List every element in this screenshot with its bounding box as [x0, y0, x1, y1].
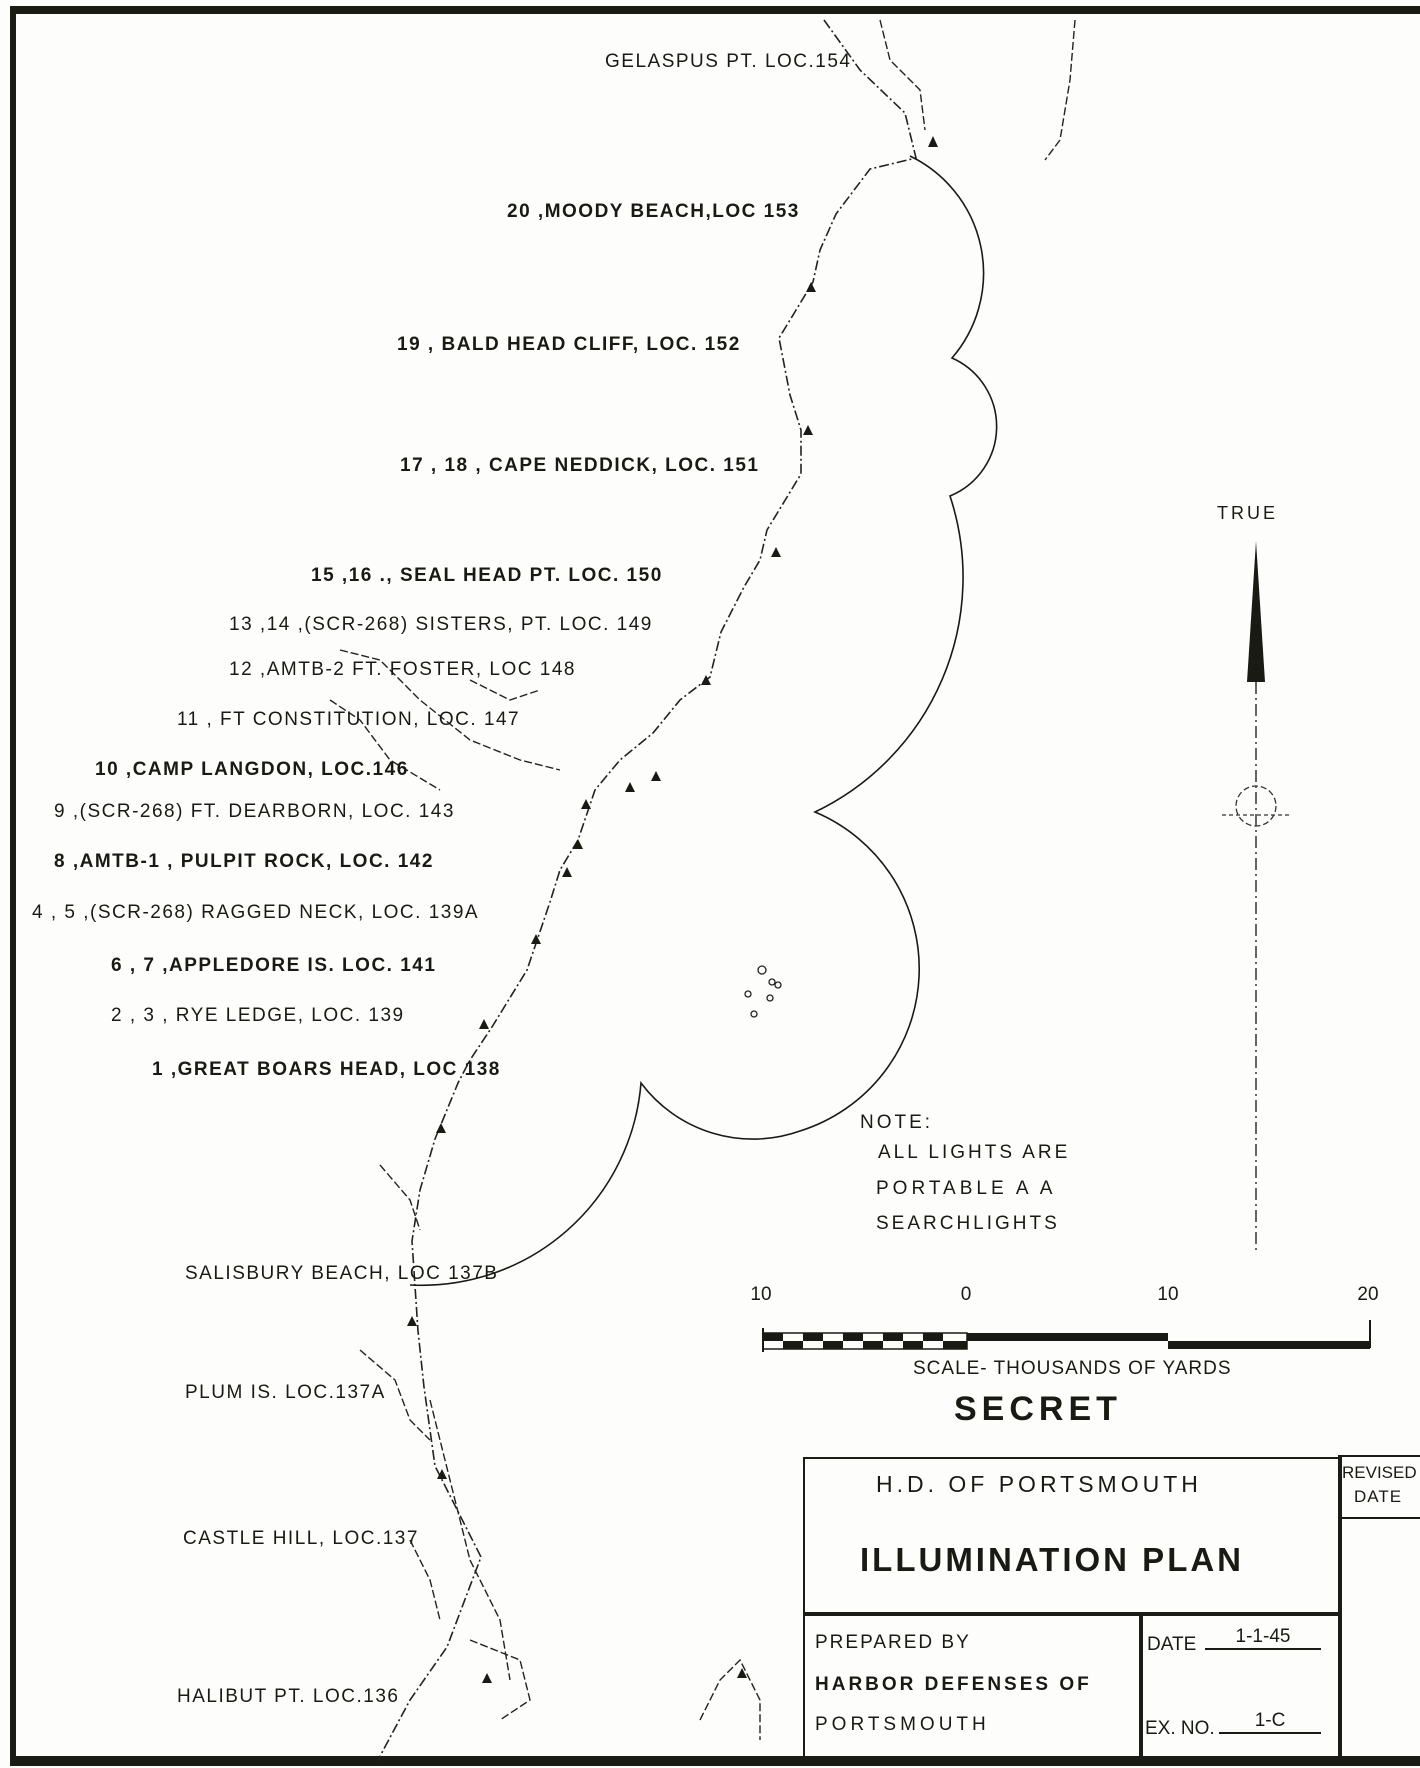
north-arrow: [1222, 541, 1290, 1252]
coastline-inland: [329, 19, 1076, 1740]
map-border-top: [10, 6, 1420, 14]
searchlight-marker: [701, 675, 711, 685]
note-line: SEARCHLIGHTS: [876, 1213, 1060, 1234]
location-label-ragged-neck: 4 , 5 ,(SCR-268) RAGGED NECK, LOC. 139A: [32, 902, 480, 923]
coastline: [377, 19, 917, 1761]
date-value: 1-1-45: [1205, 1626, 1321, 1650]
scale-tick-label: 10: [750, 1284, 772, 1305]
searchlight-marker: [928, 136, 938, 147]
revision-box: REVISED DATE: [1338, 1455, 1420, 1758]
date-box: DATE 1-1-45 EX. NO. 1-C: [1139, 1612, 1342, 1758]
prepared-by-org-2: PORTSMOUTH: [815, 1714, 990, 1735]
prepared-by-box: PREPARED BY HARBOR DEFENSES OF PORTSMOUT…: [803, 1612, 1143, 1758]
searchlight-marker: [407, 1316, 417, 1326]
location-label-pulpit-rock: 8 ,AMTB-1 , PULPIT ROCK, LOC. 142: [54, 851, 434, 872]
date-label: DATE: [1147, 1634, 1197, 1655]
searchlight-marker: [531, 934, 541, 944]
location-label-moody-beach: 20 ,MOODY BEACH,LOC 153: [507, 201, 800, 222]
scale-bar: [762, 1320, 1371, 1352]
north-arrow-label: TRUE: [1217, 503, 1278, 523]
scale-caption: SCALE- THOUSANDS OF YARDS: [913, 1358, 1232, 1379]
scale-tick-label: 0: [960, 1284, 972, 1305]
searchlight-marker: [771, 547, 781, 557]
searchlight-marker: [479, 1019, 489, 1029]
searchlight-marker: [737, 1668, 747, 1678]
location-label-bald-head-cliff: 19 , BALD HEAD CLIFF, LOC. 152: [397, 334, 741, 355]
searchlight-marker: [625, 782, 635, 792]
map-border-bottom: [10, 1756, 1420, 1766]
searchlight-coverage-envelope: [409, 155, 998, 1287]
title-block-header: H.D. OF PORTSMOUTH ILLUMINATION PLAN: [803, 1457, 1342, 1616]
location-label-halibut-pt: HALIBUT PT. LOC.136: [177, 1686, 400, 1707]
note-line: PORTABLE A A: [876, 1178, 1057, 1199]
map-border-left: [10, 6, 16, 1764]
note-heading: NOTE:: [860, 1112, 934, 1133]
location-label-sisters-pt: 13 ,14 ,(SCR-268) SISTERS, PT. LOC. 149: [229, 614, 653, 635]
note-line: ALL LIGHTS ARE: [878, 1142, 1071, 1163]
location-label-salisbury-beach: SALISBURY BEACH, LOC 137B: [185, 1263, 499, 1284]
searchlight-marker: [437, 1469, 447, 1479]
location-label-great-boars-head: 1 ,GREAT BOARS HEAD, LOC 138: [152, 1059, 501, 1080]
searchlight-marker: [573, 839, 583, 849]
searchlight-marker: [581, 799, 591, 809]
ex-no-label: EX. NO.: [1145, 1718, 1215, 1739]
classification-stamp: SECRET: [954, 1390, 1122, 1428]
scale-tick-label: 20: [1357, 1284, 1379, 1305]
isles-of-shoals: [744, 965, 782, 1018]
searchlight-markers: [407, 136, 938, 1683]
location-label-gelaspus: GELASPUS PT. LOC.154: [605, 51, 852, 72]
location-label-ft-foster: 12 ,AMTB-2 FT. FOSTER, LOC 148: [229, 659, 576, 680]
location-label-camp-langdon: 10 ,CAMP LANGDON, LOC.146: [95, 759, 409, 780]
revised-date-label: DATE: [1354, 1487, 1403, 1506]
location-label-ft-constitution: 11 , FT CONSTITUTION, LOC. 147: [177, 709, 521, 730]
ex-no-value: 1-C: [1219, 1710, 1321, 1734]
searchlight-marker: [562, 867, 572, 877]
location-label-rye-ledge: 2 , 3 , RYE LEDGE, LOC. 139: [111, 1005, 405, 1026]
map-title: ILLUMINATION PLAN: [860, 1541, 1245, 1578]
scale-tick-label: 10: [1157, 1284, 1179, 1305]
north-arrow-head: [1247, 541, 1265, 682]
searchlight-marker: [806, 282, 816, 292]
location-label-cape-neddick: 17 , 18 , CAPE NEDDICK, LOC. 151: [400, 455, 760, 476]
location-label-castle-hill: CASTLE HILL, LOC.137: [183, 1528, 419, 1549]
location-label-seal-head-pt: 15 ,16 ., SEAL HEAD PT. LOC. 150: [311, 565, 663, 586]
location-label-ft-dearborn: 9 ,(SCR-268) FT. DEARBORN, LOC. 143: [54, 801, 455, 822]
org-name: H.D. OF PORTSMOUTH: [876, 1471, 1202, 1497]
revised-label: REVISED: [1342, 1463, 1417, 1482]
prepared-by-org: HARBOR DEFENSES OF: [815, 1674, 1092, 1695]
searchlight-marker: [651, 771, 661, 781]
searchlight-marker: [436, 1123, 446, 1133]
location-label-appledore-is: 6 , 7 ,APPLEDORE IS. LOC. 141: [111, 955, 437, 976]
searchlight-marker: [803, 425, 813, 435]
prepared-by-label: PREPARED BY: [815, 1632, 971, 1653]
location-label-plum-is: PLUM IS. LOC.137A: [185, 1382, 386, 1403]
searchlight-marker: [482, 1673, 492, 1683]
